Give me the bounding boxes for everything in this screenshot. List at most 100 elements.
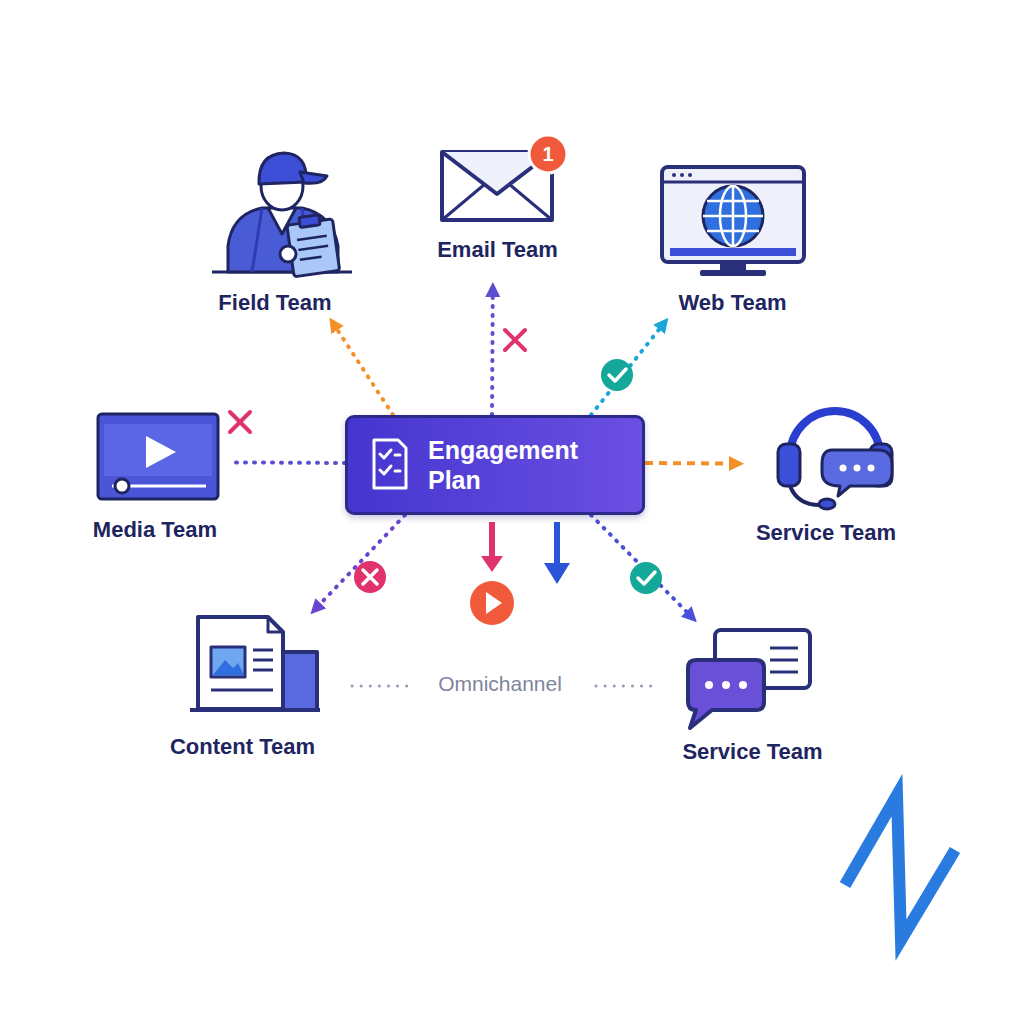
web-monitor-icon	[700, 270, 766, 276]
field-worker-icon	[252, 208, 312, 272]
web-monitor-icon	[703, 186, 763, 246]
plan-title: Engagement Plan	[428, 435, 598, 495]
plan-box: Engagement Plan	[345, 415, 645, 515]
headset-icon	[790, 486, 822, 505]
document-icon	[213, 660, 244, 675]
web-monitor-icon	[662, 167, 804, 262]
check-badge	[601, 359, 633, 391]
field-worker-icon	[228, 208, 338, 272]
headset-icon	[840, 465, 847, 472]
web-monitor-icon	[720, 262, 746, 271]
team-name: Email Team	[390, 237, 605, 263]
email-icon	[442, 152, 552, 220]
dotted-connector	[591, 320, 667, 415]
brand-logo	[845, 795, 955, 940]
field-worker-icon	[287, 219, 340, 277]
check-badge	[630, 562, 662, 594]
headset-icon	[790, 411, 880, 456]
chat-icon	[705, 681, 713, 689]
check-badge	[630, 562, 662, 594]
team-name: Media Team	[45, 517, 265, 543]
team-node: Field Team	[195, 150, 355, 320]
field-worker-icon	[212, 271, 352, 274]
field-worker-icon	[212, 153, 352, 277]
media-player-icon	[104, 424, 212, 476]
badge-count: 1	[530, 143, 566, 165]
down-arrow	[544, 563, 570, 584]
web-monitor-icon	[703, 186, 763, 246]
play-badge	[470, 581, 514, 625]
down-arrow	[489, 522, 495, 558]
field-worker-icon	[268, 208, 296, 234]
team-name: Field Team	[165, 290, 385, 316]
cross-badge	[363, 570, 377, 584]
email-icon	[442, 135, 567, 220]
headset-icon	[778, 444, 800, 486]
field-worker-icon	[259, 153, 306, 184]
chat-icon	[688, 630, 810, 728]
document-icon	[268, 617, 283, 632]
field-worker-icon	[297, 236, 329, 260]
document-icon	[211, 647, 245, 677]
team-node: Service Team	[670, 620, 835, 765]
web-monitor-icon	[672, 173, 676, 177]
chat-icon	[715, 630, 810, 688]
down-arrow	[481, 522, 503, 572]
dotted-connector	[313, 515, 406, 612]
play-badge	[486, 592, 502, 614]
web-monitor-icon	[720, 186, 746, 246]
document-icon	[283, 652, 317, 710]
cross-mark	[505, 330, 525, 350]
field-worker-icon	[286, 213, 340, 277]
team-node: Web Team	[650, 160, 815, 320]
team-name: Web Team	[620, 290, 845, 316]
media-player-icon	[98, 414, 218, 499]
media-player-icon	[98, 414, 218, 499]
headset-icon	[868, 465, 875, 472]
headset-icon	[778, 411, 892, 509]
web-monitor-icon	[662, 167, 804, 276]
web-monitor-icon	[662, 181, 804, 184]
field-worker-icon	[280, 246, 296, 262]
down-arrow	[554, 522, 560, 565]
field-worker-icon	[299, 215, 320, 228]
cross-mark	[230, 412, 250, 432]
email-icon	[442, 184, 552, 220]
document-icon	[190, 708, 320, 712]
team-name: Content Team	[125, 734, 360, 760]
headset-icon	[819, 499, 835, 509]
play-badge	[470, 581, 514, 625]
dotted-connector	[591, 515, 695, 620]
chat-icon	[688, 660, 764, 728]
cross-badge	[354, 561, 386, 593]
headset-icon	[854, 465, 861, 472]
team-name: Service Team	[640, 739, 865, 765]
chat-icon	[739, 681, 747, 689]
web-monitor-icon	[688, 173, 692, 177]
media-player-icon	[112, 485, 206, 488]
document-icon	[211, 650, 273, 690]
down-arrow	[544, 522, 570, 584]
chat-icon	[770, 648, 798, 672]
cross-badge	[354, 561, 386, 593]
check-badge	[638, 572, 655, 584]
headset-icon	[870, 444, 892, 486]
dotted-rule	[352, 685, 410, 688]
email-icon	[529, 135, 567, 173]
dotted-connector	[490, 285, 495, 415]
document-icon	[190, 617, 320, 710]
field-worker-icon	[300, 172, 327, 183]
team-node: Media Team	[75, 405, 235, 545]
media-player-icon	[115, 479, 129, 493]
field-worker-icon	[261, 162, 303, 210]
dotted-rule	[596, 685, 652, 688]
team-node: Content Team	[155, 612, 330, 762]
chat-icon	[722, 681, 730, 689]
email-icon	[442, 152, 552, 194]
check-badge	[609, 369, 626, 381]
dotted-connector	[331, 320, 393, 415]
team-node: Service Team	[741, 400, 911, 548]
down-arrow	[481, 556, 503, 572]
document-icon	[198, 617, 283, 709]
